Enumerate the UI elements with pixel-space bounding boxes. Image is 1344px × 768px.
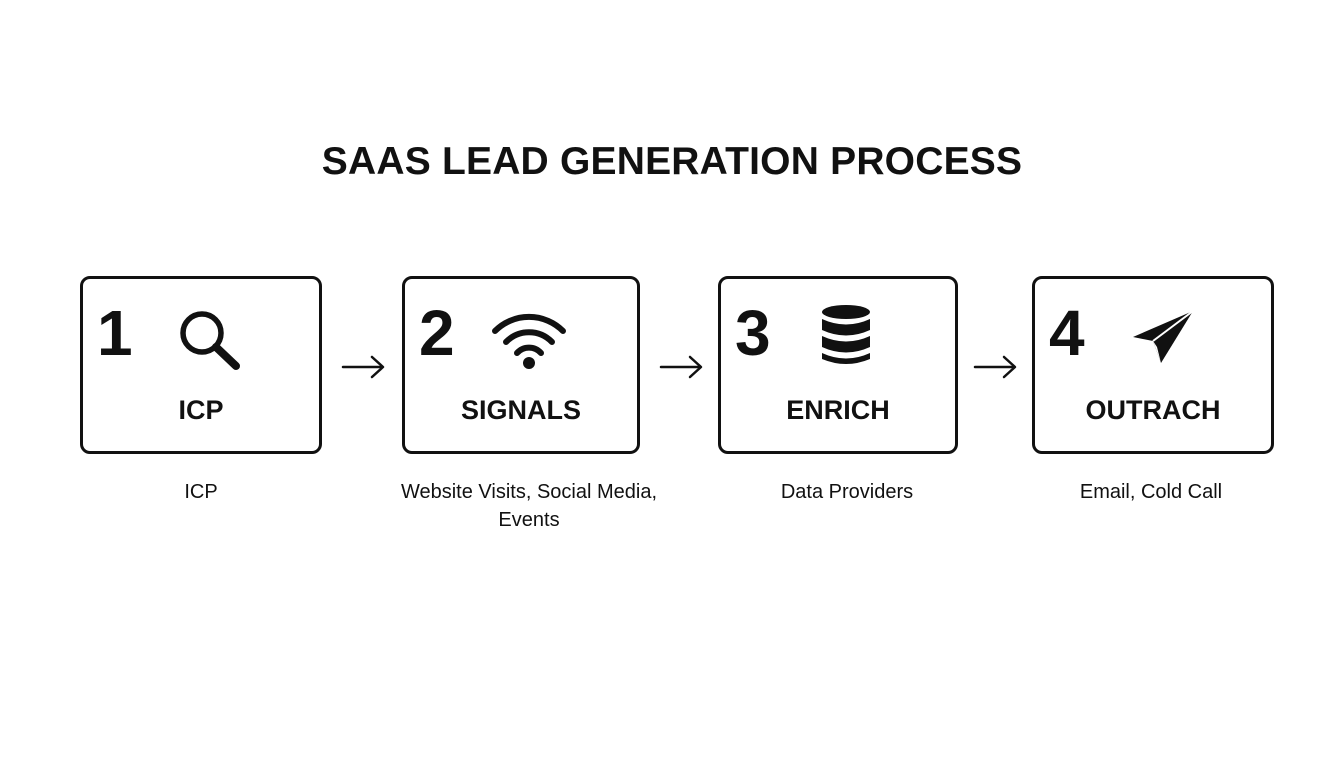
step-label: OUTRACH [1085, 395, 1221, 425]
step-label: ENRICH [786, 395, 890, 425]
step-label: ICP [178, 395, 224, 425]
step-box-icp: 1 ICP [80, 276, 322, 454]
step-caption-enrich: Data Providers [780, 481, 914, 503]
paper-plane-icon [1133, 310, 1194, 363]
diagram-title: SAAS LEAD GENERATION PROCESS [321, 140, 1023, 183]
arrow-right-icon [659, 355, 703, 379]
step-number: 3 [735, 297, 771, 369]
step-box-outreach: 4 OUTRACH [1032, 276, 1274, 454]
step-number: 1 [97, 297, 133, 369]
database-icon [822, 305, 870, 364]
step-number: 4 [1049, 297, 1085, 369]
step-number: 2 [419, 297, 455, 369]
step-box-signals: 2 SIGNALS [402, 276, 640, 454]
arrow-right-icon [973, 355, 1017, 379]
step-box-enrich: 3 ENRICH [718, 276, 958, 454]
arrow-right-icon [341, 355, 385, 379]
step-caption-signals: Website Visits, Social Media, Events [400, 481, 658, 531]
search-icon [180, 311, 240, 370]
step-caption-outreach: Email, Cold Call [1079, 481, 1223, 503]
step-label: SIGNALS [460, 395, 581, 425]
wifi-signal-icon [492, 313, 566, 369]
step-caption-icp: ICP [184, 481, 218, 503]
